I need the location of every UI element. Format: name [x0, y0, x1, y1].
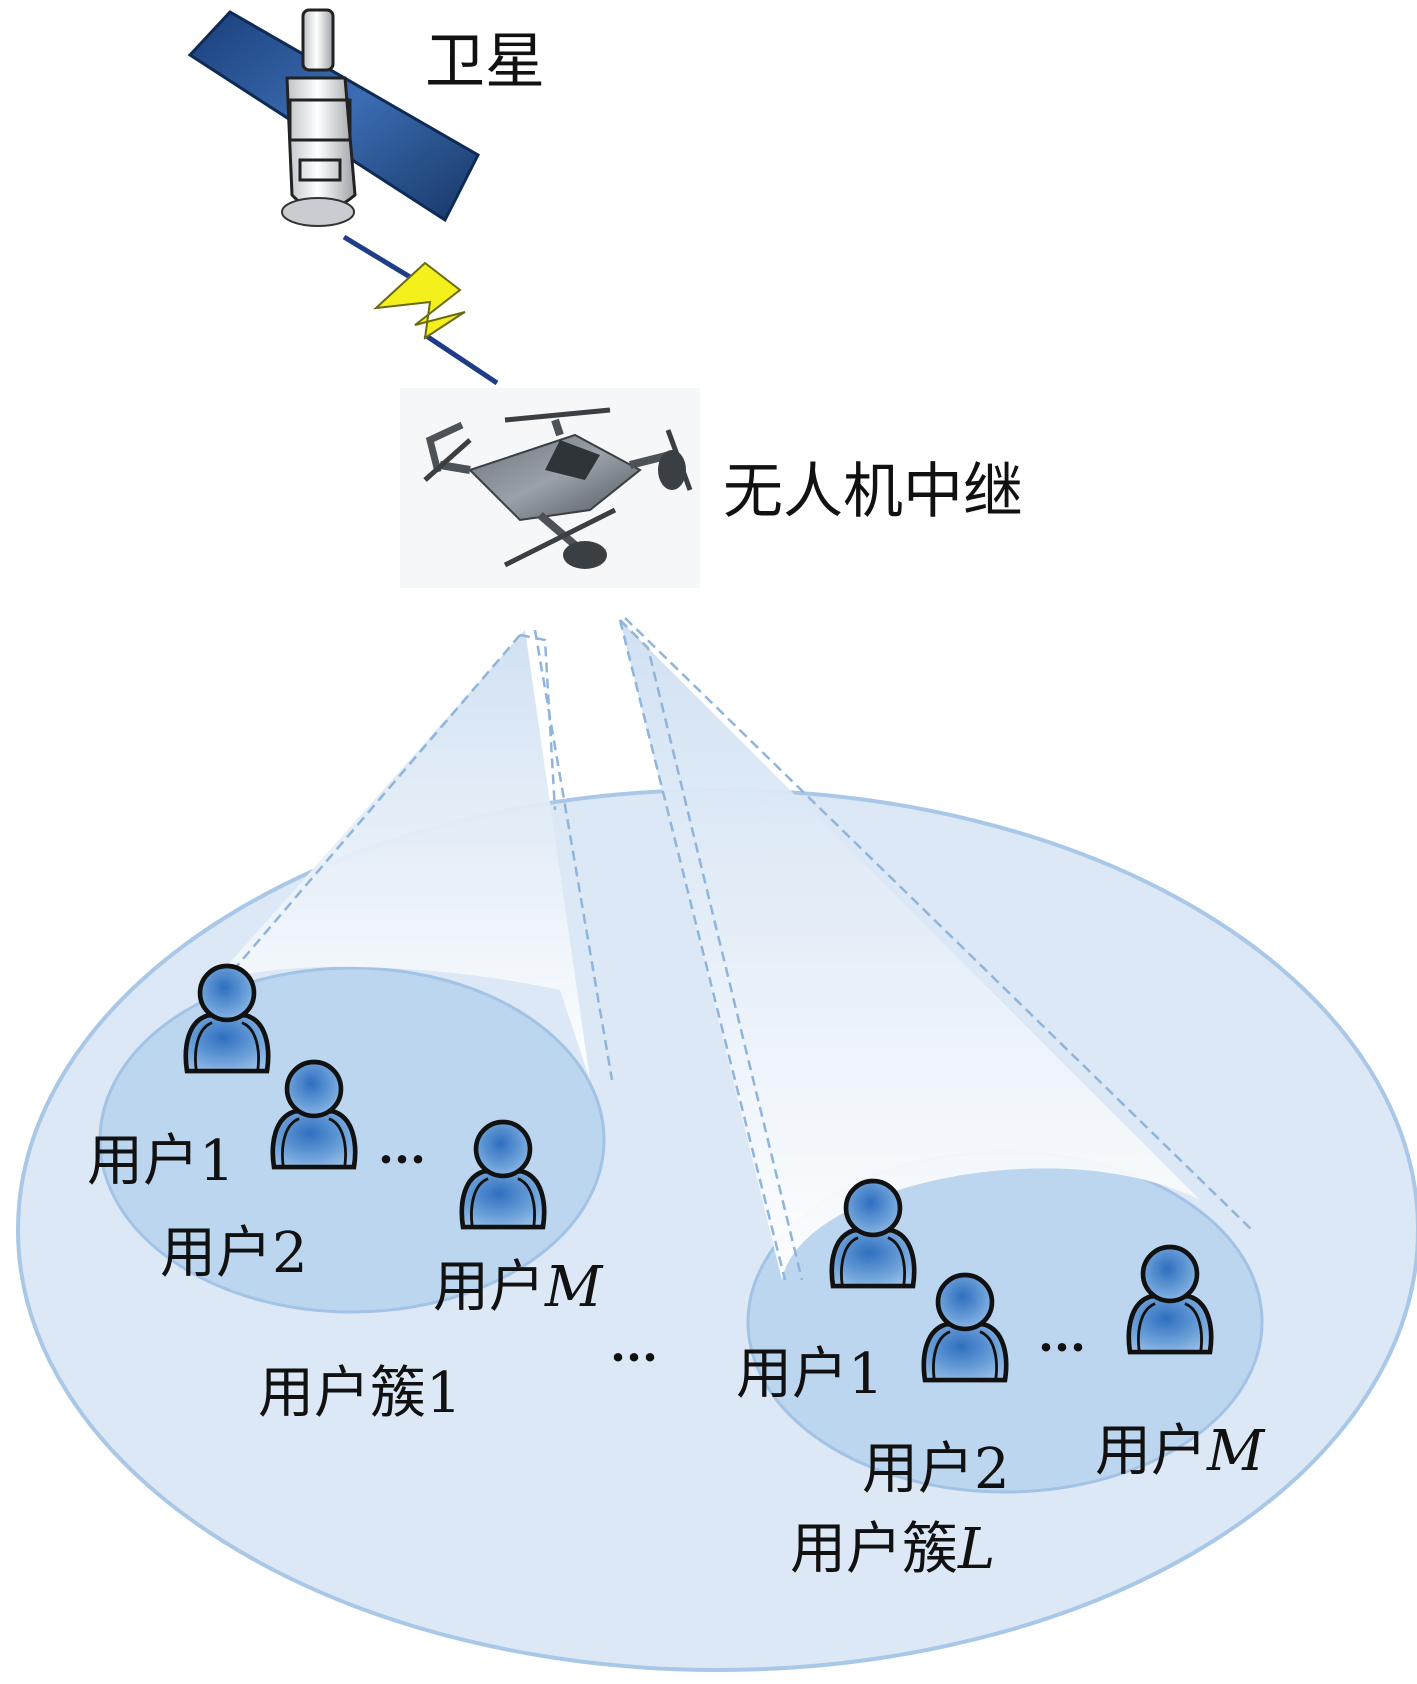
cluster-L-label: 用户簇L — [790, 1517, 995, 1582]
drone-icon — [400, 388, 700, 588]
satellite-label: 卫星 — [425, 27, 545, 97]
drone-label: 无人机中继 — [723, 457, 1023, 527]
satellite-icon — [187, 8, 480, 227]
beam-cluster-L — [618, 617, 1253, 1281]
cluster-1-label: 用户簇1 — [258, 1361, 462, 1426]
cluster-1-user-2-label: 用户2 — [160, 1221, 308, 1286]
cluster-1-ellipsis: ··· — [378, 1132, 426, 1186]
beam-cluster-1 — [210, 629, 614, 1081]
cluster-L-user-1-label: 用户1 — [736, 1342, 884, 1407]
between-clusters-ellipsis: ··· — [610, 1330, 658, 1384]
wireless-link-icon — [342, 234, 499, 386]
cluster-L-user-2-label: 用户2 — [862, 1437, 1010, 1502]
cluster-1-user-1-label: 用户1 — [87, 1129, 235, 1194]
cluster-1-user-M-label: 用户M — [433, 1255, 604, 1320]
cluster-L-ellipsis: ··· — [1038, 1320, 1086, 1374]
cluster-L-user-M-label: 用户M — [1095, 1419, 1266, 1484]
